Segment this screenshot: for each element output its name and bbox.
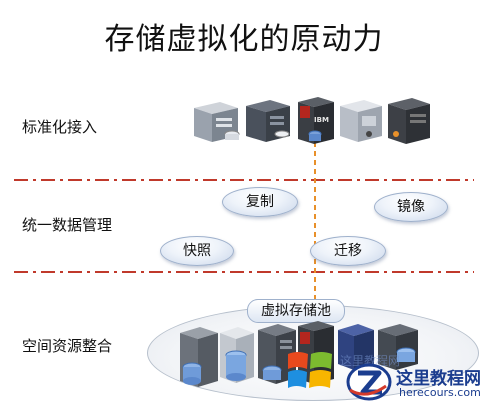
migrate-bubble: 迁移 xyxy=(310,236,386,266)
row-label-standard-access: 标准化接入 xyxy=(22,118,98,136)
ibm-server-icon xyxy=(296,96,336,150)
pool-server-3-icon xyxy=(256,322,298,390)
row-label-unified-data-management: 统一数据管理 xyxy=(22,216,113,234)
pool-server-5-icon xyxy=(336,322,376,376)
watermark-logo-icon xyxy=(346,360,392,406)
diagram-title: 存储虚拟化的原动力 xyxy=(104,22,384,57)
server-1-icon xyxy=(192,100,240,148)
watermark-title: 这里教程网 xyxy=(396,369,481,389)
pool-server-6-icon xyxy=(376,322,420,376)
mirror-bubble: 镜像 xyxy=(374,192,448,222)
watermark-faint-text: 这里教程网 xyxy=(340,354,401,368)
snapshot-bubble: 快照 xyxy=(160,236,234,266)
server-5-icon xyxy=(386,96,432,150)
watermark-url: herecours.com xyxy=(399,386,481,399)
vertical-connector-line xyxy=(313,142,317,306)
row-label-space-resource-integration: 空间资源整合 xyxy=(22,337,113,355)
ibm-logo-text: IBM xyxy=(314,116,329,124)
virtual-storage-pool-label: 虚拟存储池 xyxy=(247,299,345,323)
pool-server-2-icon xyxy=(218,325,256,389)
replicate-bubble: 复制 xyxy=(222,187,298,217)
pool-server-1-icon xyxy=(178,325,220,393)
server-4-icon xyxy=(338,98,384,148)
server-2-icon xyxy=(244,98,292,148)
windows-logo-icon xyxy=(286,348,334,398)
